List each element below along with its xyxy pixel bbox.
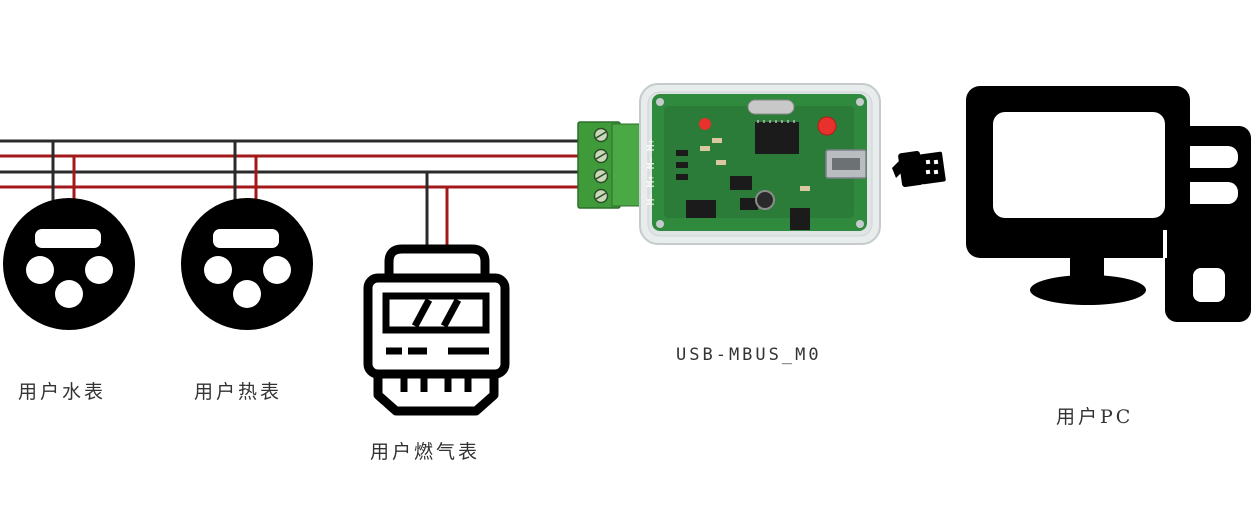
desktop-computer-icon bbox=[966, 86, 1251, 322]
gas-meter-icon bbox=[363, 244, 510, 416]
led-right bbox=[817, 116, 837, 136]
led-left bbox=[699, 118, 711, 130]
bus-wires bbox=[0, 139, 588, 252]
terminal-block bbox=[577, 121, 645, 209]
water-meter-icon bbox=[3, 198, 135, 330]
terminal-marking: M- M+ M- M+ bbox=[646, 139, 657, 205]
converter-label: USB-MBUS_M0 bbox=[676, 345, 822, 365]
usb-plug-icon bbox=[892, 151, 946, 187]
heat-meter-icon bbox=[181, 198, 313, 330]
gas-meter-label: 用户燃气表 bbox=[370, 441, 481, 463]
usb-mbus-converter-board: M- M+ M- M+ bbox=[577, 83, 881, 245]
water-meter-label: 用户水表 bbox=[18, 381, 107, 403]
heat-meter-label: 用户热表 bbox=[194, 381, 283, 403]
pc-label: 用户PC bbox=[1056, 406, 1134, 428]
